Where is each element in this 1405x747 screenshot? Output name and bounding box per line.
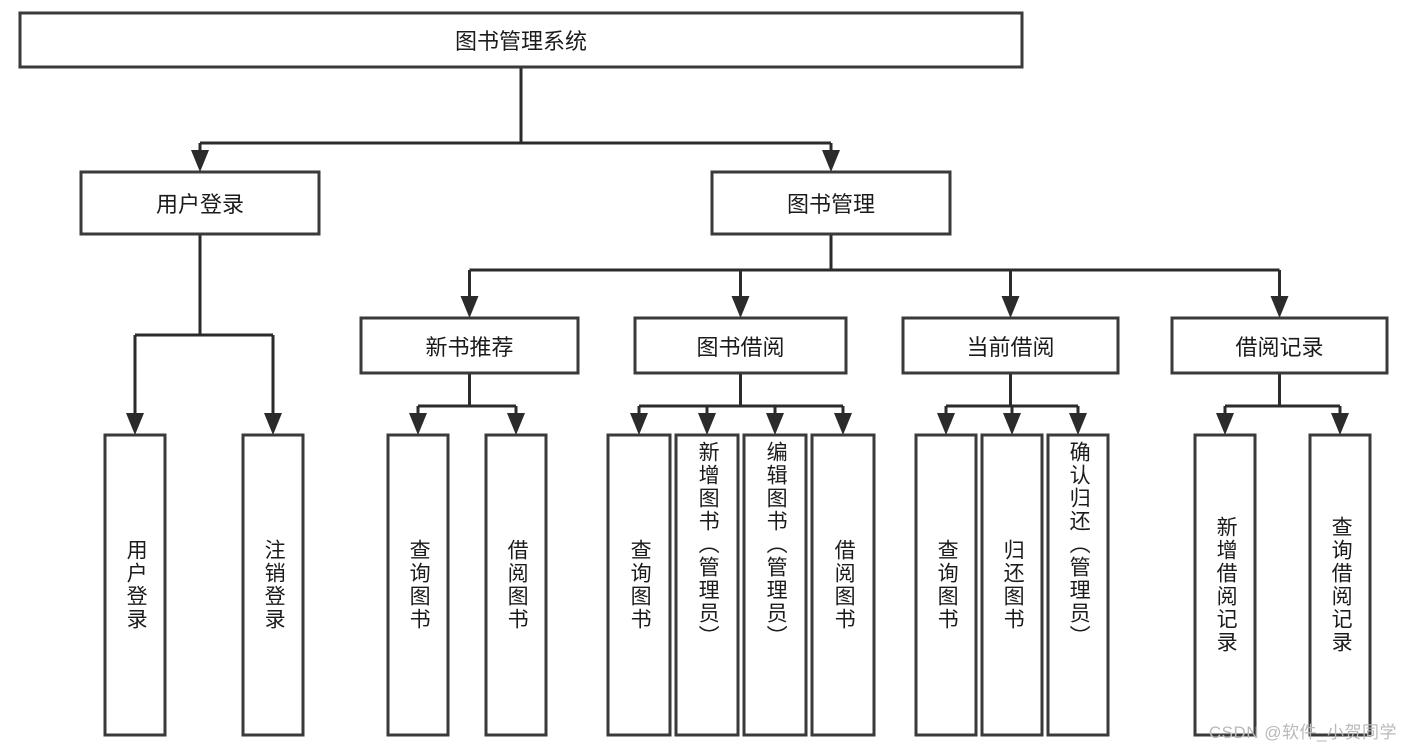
node-box-nbr-borrow-book[interactable] [484,433,548,737]
node-box-layer [18,11,1389,737]
node-box-br-add-record[interactable] [1193,433,1257,737]
node-box-root[interactable] [18,11,1024,69]
arrow-head [460,296,479,318]
arrow-head [1331,413,1349,435]
arrow-head [409,413,427,435]
arrow-head [630,413,648,435]
node-box-current-borrow[interactable] [901,316,1120,375]
arrow-head [1001,296,1020,318]
arrow-head [1003,413,1021,435]
node-box-book-borrow[interactable] [633,316,848,375]
node-box-bb-add-book[interactable] [674,433,740,737]
arrow-head [937,413,955,435]
arrow-head [1216,413,1234,435]
arrow-head [264,413,282,435]
node-box-nbr-query-book[interactable] [386,433,450,737]
node-box-bb-edit-book[interactable] [742,433,808,737]
node-box-bb-query-book[interactable] [606,433,672,737]
arrow-head [698,413,716,435]
arrow-head [507,413,525,435]
connector-layer [126,67,1349,435]
arrow-head [766,413,784,435]
watermark: CSDN @软件_小贺同学 [1208,723,1397,742]
node-box-user-login-do[interactable] [103,433,167,737]
arrow-head [1270,296,1289,318]
node-box-user-login[interactable] [79,170,321,236]
node-box-cb-confirm-return[interactable] [1046,433,1110,737]
arrow-head [834,413,852,435]
node-box-borrow-records[interactable] [1170,316,1389,375]
arrow-head [1069,413,1087,435]
node-box-book-manage[interactable] [710,170,952,236]
arrow-head [191,150,209,172]
node-box-bb-borrow-book[interactable] [810,433,876,737]
node-box-user-logout[interactable] [241,433,305,737]
arrow-head [731,296,750,318]
node-box-new-book-recommend[interactable] [359,316,580,375]
node-box-cb-return-book[interactable] [980,433,1044,737]
arrow-head [822,150,840,172]
arrow-head [126,413,144,435]
node-box-br-query-record[interactable] [1308,433,1372,737]
node-box-cb-query-book[interactable] [914,433,978,737]
